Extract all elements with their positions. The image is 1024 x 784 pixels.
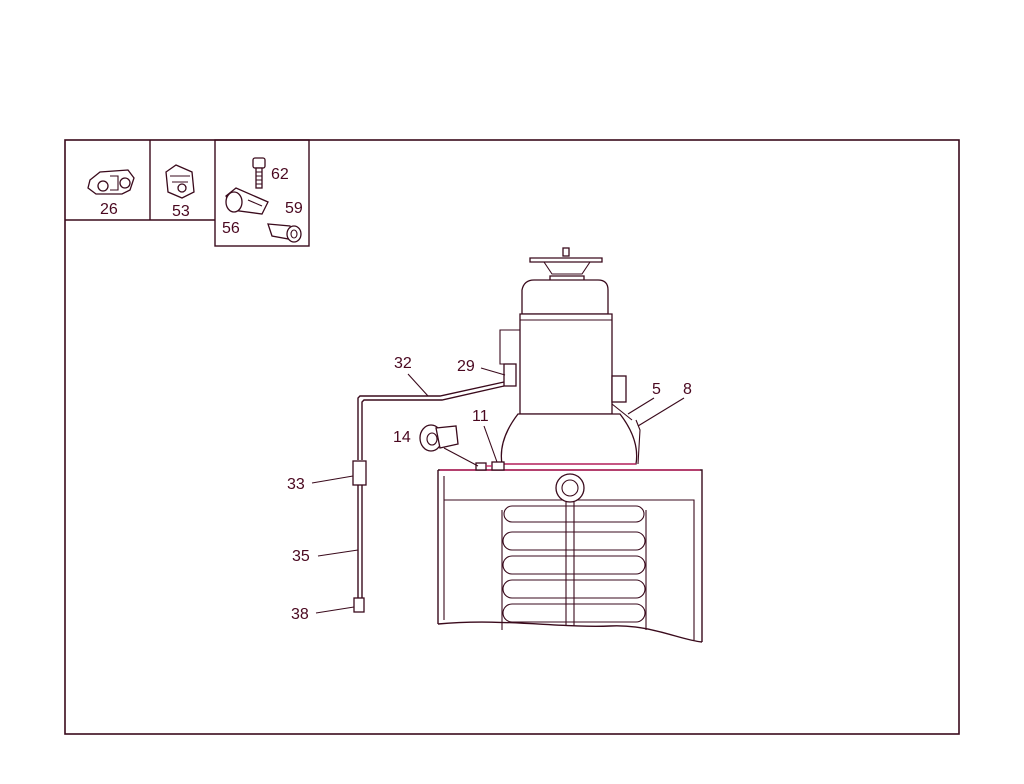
inset-panel: [65, 139, 310, 247]
callout-14: 14: [393, 429, 479, 467]
part-26-label: 26: [100, 201, 118, 218]
sender-unit[interactable]: [499, 247, 641, 465]
svg-text:38: 38: [291, 606, 309, 623]
part-56-clamp-icon[interactable]: [225, 187, 269, 215]
fuel-line: [352, 381, 505, 613]
part-26-clip-icon[interactable]: [87, 169, 135, 195]
part-59-label: 59: [285, 200, 303, 217]
svg-text:33: 33: [287, 476, 305, 493]
svg-text:5: 5: [652, 381, 661, 398]
callout-11: 11: [472, 408, 498, 463]
connector-14[interactable]: [419, 424, 459, 452]
callout-35: 35: [292, 548, 359, 565]
part-62-bolt-icon[interactable]: [252, 157, 266, 189]
part-62-label: 62: [271, 166, 289, 183]
svg-text:11: 11: [472, 408, 489, 425]
callout-38: 38: [291, 606, 355, 623]
callout-29: 29: [457, 358, 506, 376]
part-59-bushing-icon[interactable]: [267, 223, 302, 243]
part-53-label: 53: [172, 203, 190, 220]
callout-32: 32: [394, 355, 429, 397]
svg-text:14: 14: [393, 429, 411, 446]
part-56-label: 56: [222, 220, 240, 237]
connector-11[interactable]: [475, 461, 505, 471]
callout-33: 33: [287, 475, 354, 493]
svg-text:35: 35: [292, 548, 310, 565]
svg-text:8: 8: [683, 381, 692, 398]
svg-text:32: 32: [394, 355, 412, 372]
diagram-frame: [64, 139, 960, 735]
callout-8: 8: [637, 381, 692, 427]
callout-5: 5: [627, 381, 661, 415]
tank-baffles: [501, 473, 647, 630]
part-53-retainer-icon[interactable]: [165, 164, 195, 199]
svg-text:29: 29: [457, 358, 475, 375]
